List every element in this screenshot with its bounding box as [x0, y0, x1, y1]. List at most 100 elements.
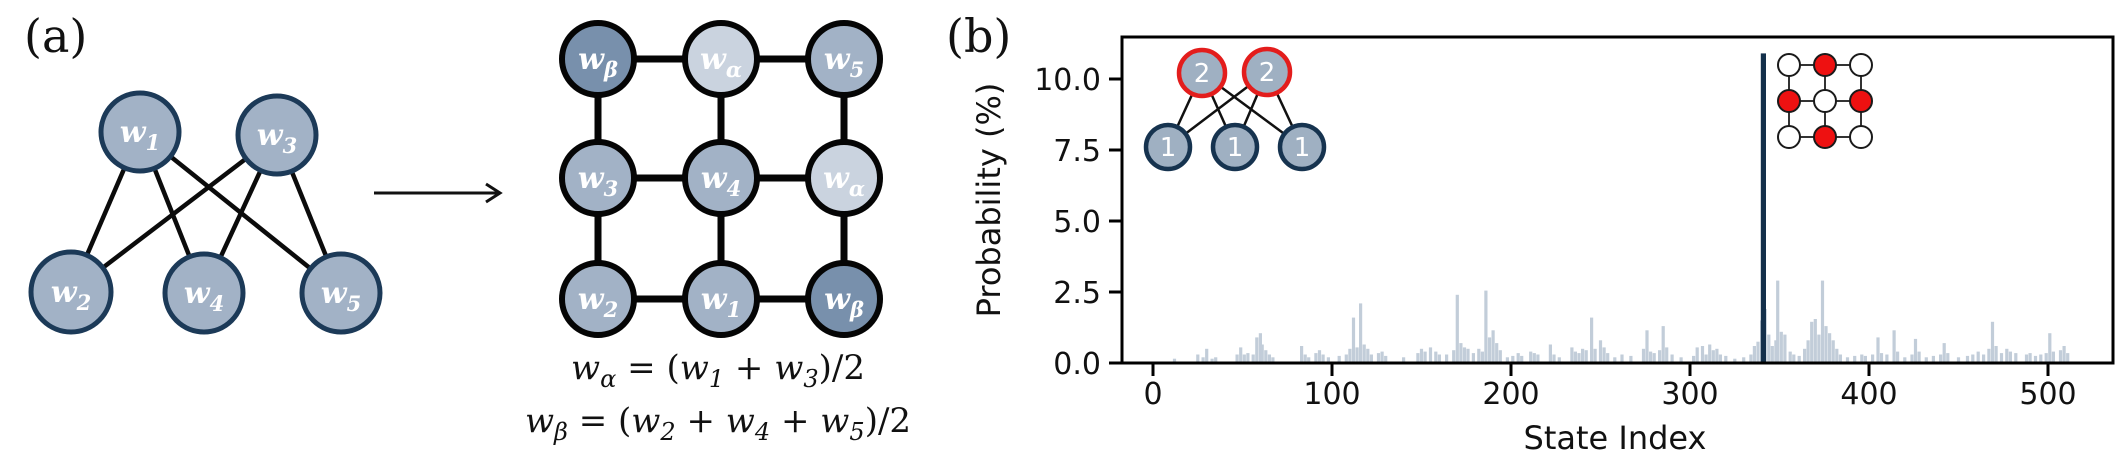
bar	[1529, 351, 1533, 363]
bar	[2062, 346, 2066, 363]
bar	[1520, 355, 1524, 363]
bar	[1956, 357, 1961, 363]
bar	[1990, 321, 1995, 363]
bar	[1321, 354, 1325, 363]
grid-node-wbeta-1-label: wβ	[578, 42, 618, 82]
bar	[2005, 348, 2009, 363]
bar	[1885, 354, 1889, 363]
bar	[1733, 358, 1737, 363]
y-tick-label: 0.0	[1053, 347, 1101, 382]
bar	[1548, 344, 1552, 363]
inset-node-top2	[1241, 46, 1293, 98]
bar	[1344, 354, 1348, 363]
bar	[1649, 351, 1653, 363]
bar	[1196, 354, 1200, 363]
grid-node-w3	[559, 139, 637, 217]
bar	[1260, 344, 1264, 363]
grid-node-w2	[559, 260, 637, 338]
node-w4	[162, 251, 246, 335]
bar	[1326, 357, 1330, 363]
bar	[1987, 348, 1991, 363]
bar	[1824, 326, 1828, 363]
inset-node-bot1	[1143, 122, 1193, 172]
bar	[1423, 351, 1427, 363]
bar	[1917, 351, 1921, 363]
bar	[1813, 319, 1817, 363]
bar	[1402, 357, 1406, 363]
inset-grid-cell-white	[1813, 89, 1837, 113]
map-arrow	[374, 182, 503, 204]
bar	[1942, 343, 1946, 363]
grid-node-w5-label: w5	[824, 42, 864, 82]
bar	[1593, 348, 1597, 363]
bar	[1783, 334, 1787, 363]
bar	[2051, 351, 2055, 363]
bar	[1590, 317, 1594, 363]
node-w5	[299, 251, 383, 335]
grid-node-walpha-2-label: wα	[823, 161, 865, 201]
bar	[1437, 354, 1441, 363]
bar	[1797, 355, 1801, 363]
bar	[1965, 355, 1970, 363]
bar	[1452, 350, 1456, 363]
inset-bot3-label: 1	[1294, 133, 1311, 163]
bar	[1853, 355, 1857, 363]
bar	[1235, 354, 1239, 363]
bar	[1602, 347, 1606, 363]
inset-node-top1	[1176, 47, 1228, 99]
bar	[1581, 348, 1585, 363]
bar	[1718, 354, 1722, 363]
inset-grid-cell-red	[1777, 89, 1801, 113]
bar	[1201, 357, 1205, 363]
bar	[1480, 351, 1484, 363]
grid-node-walpha-2	[805, 139, 883, 217]
bar	[1459, 343, 1463, 363]
bar	[1704, 354, 1708, 363]
bar	[1711, 350, 1715, 363]
bar	[1172, 358, 1177, 363]
bar	[1939, 354, 1943, 363]
bar	[1999, 353, 2004, 363]
bar	[1246, 353, 1250, 363]
node-w2	[28, 249, 114, 335]
bar	[1863, 355, 1867, 363]
bar	[2028, 353, 2032, 363]
bar	[1976, 351, 1980, 363]
bar	[1359, 303, 1363, 363]
bar	[1652, 353, 1656, 363]
bar	[1752, 346, 1756, 363]
grid-node-wbeta-1	[559, 20, 637, 98]
bar	[1337, 355, 1341, 363]
bar	[1946, 353, 1950, 363]
bar	[1536, 354, 1540, 363]
node-w4-label: w4	[184, 276, 224, 316]
bar	[1570, 347, 1574, 363]
bar	[1629, 355, 1633, 363]
grid-node-w1-label: w1	[701, 282, 741, 322]
bar	[1896, 351, 1900, 363]
grid-node-wbeta-2	[805, 260, 883, 338]
inset-bot1-label: 1	[1160, 133, 1177, 163]
bar	[1584, 350, 1588, 363]
bar	[1466, 348, 1470, 363]
equation-wbeta: wβ = (w2 + w4 + w5)/2	[525, 401, 911, 446]
bar	[1362, 344, 1366, 363]
bar	[2058, 350, 2063, 363]
bar	[1471, 353, 1475, 363]
bar	[1828, 333, 1832, 363]
bar	[1820, 280, 1825, 363]
bar	[1505, 357, 1509, 363]
bar	[2024, 354, 2029, 363]
x-axis-label: State Index	[1524, 419, 1707, 457]
bar	[1258, 333, 1262, 363]
bar	[1665, 347, 1669, 363]
panel-b-label: (b)	[946, 9, 1011, 63]
inset-node-bot3	[1277, 122, 1327, 172]
bar	[1307, 357, 1311, 363]
grid-node-w3-label: w3	[578, 161, 618, 201]
bar	[1860, 354, 1864, 363]
inset-top2-label: 2	[1259, 58, 1276, 88]
inset-grid-cell-red	[1813, 53, 1837, 77]
bar	[1641, 348, 1646, 363]
